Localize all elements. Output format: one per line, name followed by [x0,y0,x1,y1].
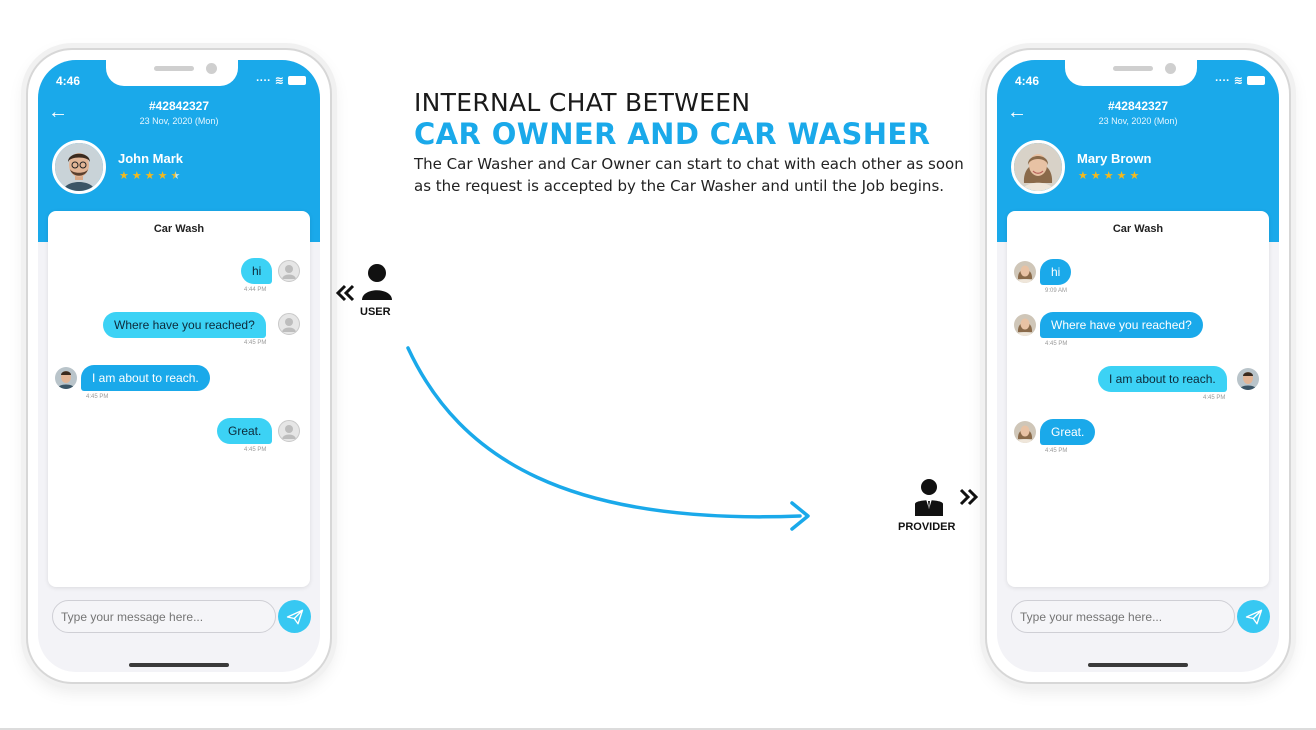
star-icon: ★ [144,170,155,182]
back-arrow-icon[interactable]: ← [1007,101,1027,123]
send-button[interactable] [1237,600,1270,633]
provider-icon [915,479,943,516]
message-bubble: Great. [1040,419,1096,445]
status-time: 4:46 [1015,74,1040,88]
star-icon: ★ [119,170,129,182]
message-bubble: I am about to reach. [1098,366,1227,392]
double-chevron-right-icon [959,488,979,506]
message-time: 4:45 PM [1203,395,1226,401]
phone-notch [106,60,238,86]
send-button[interactable] [278,600,311,633]
message-bubble: Where have you reached? [1040,312,1203,338]
message-input[interactable] [52,600,276,633]
home-indicator[interactable] [1088,663,1188,667]
user-icon [362,264,392,300]
message-time: 4:45 PM [1045,448,1068,454]
order-date: 23 Nov, 2020 (Mon) [139,116,219,126]
star-icon: ★ [1090,170,1101,182]
flow-arrow-icon [406,346,810,531]
message-time: 4:44 PM [244,287,267,293]
bottom-divider [0,728,1316,730]
user-avatar-icon [278,313,300,335]
message-time: 9:09 AM [1045,288,1068,294]
message-bubble: Great. [217,418,273,444]
half-star-icon: ★ [170,170,181,182]
car-owner-phone: 4:46 ···· ≋ ← #42842327 23 Nov, 2020 (Mo… [26,48,332,684]
send-icon [1245,609,1262,624]
avatar [1014,314,1036,336]
message-time: 4:45 PM [244,447,267,453]
battery-icon [288,76,306,85]
user-label: USER [360,306,391,318]
message-input[interactable] [1011,600,1235,633]
wifi-icon: ≋ [274,75,284,87]
message-bubble: Where have you reached? [103,312,266,338]
headline-line-1: INTERNAL CHAT BETWEEN [414,88,751,117]
message-time: 4:45 PM [86,394,109,400]
description: The Car Washer and Car Owner can start t… [414,155,964,195]
headline-line-2: CAR OWNER AND CAR WASHER [414,117,931,151]
provider-role-marker: PROVIDER [896,478,986,538]
avatar[interactable] [1011,140,1065,194]
star-icon: ★ [157,170,168,182]
avatar [55,367,77,389]
back-arrow-icon[interactable]: ← [48,101,68,123]
avatar [1237,368,1259,390]
order-id: #42842327 [1107,99,1169,113]
provider-label: PROVIDER [898,521,956,533]
rating-stars: ★ ★ ★ ★ ★ [1078,169,1139,182]
avatar[interactable] [52,140,106,194]
car-washer-phone: 4:46 ···· ≋ ← #42842327 23 Nov, 2020 (Mo… [985,48,1291,684]
person-name: Mary Brown [1077,151,1152,166]
chat-panel: Car Wash hi 9:09 AM Where have you reach… [1007,211,1269,587]
rating-stars: ★ ★ ★ ★ ★ [119,169,180,182]
status-icons: ···· ≋ [256,74,306,87]
star-icon: ★ [131,170,142,182]
phone-notch [1065,60,1197,86]
chat-topic: Car Wash [153,223,205,235]
home-indicator[interactable] [129,663,229,667]
double-chevron-left-icon [335,284,355,302]
order-id: #42842327 [148,99,210,113]
user-avatar-icon [278,260,300,282]
phone-screen: 4:46 ···· ≋ ← #42842327 23 Nov, 2020 (Mo… [38,60,320,672]
person-name: John Mark [118,151,184,166]
chat-topic: Car Wash [1112,223,1164,235]
star-icon: ★ [1103,170,1114,182]
order-date: 23 Nov, 2020 (Mon) [1098,116,1178,126]
star-icon: ★ [1129,170,1140,182]
message-time: 4:45 PM [244,340,267,346]
star-icon: ★ [1116,170,1127,182]
phone-screen: 4:46 ···· ≋ ← #42842327 23 Nov, 2020 (Mo… [997,60,1279,672]
wifi-icon: ≋ [1233,75,1243,87]
star-icon: ★ [1078,170,1088,182]
battery-icon [1247,76,1265,85]
message-bubble: hi [241,258,273,284]
message-bubble: hi [1040,259,1072,285]
avatar [1014,421,1036,443]
user-role-marker: USER [334,262,400,322]
status-time: 4:46 [56,74,81,88]
chat-panel: Car Wash hi 4:44 PM Where have you reach… [48,211,310,587]
message-bubble: I am about to reach. [81,365,210,391]
avatar [1014,261,1036,283]
status-icons: ···· ≋ [1215,74,1265,87]
message-time: 4:45 PM [1045,341,1068,347]
signal-icon: ···· [256,74,271,87]
user-avatar-icon [278,420,300,442]
signal-icon: ···· [1215,74,1230,87]
send-icon [286,609,303,624]
